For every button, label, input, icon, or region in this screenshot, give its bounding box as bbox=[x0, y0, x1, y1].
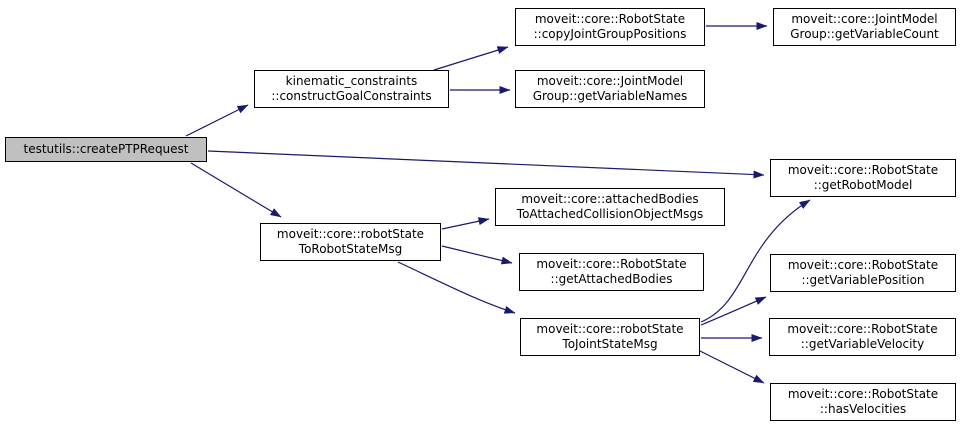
edge-robotStateToJointStateMsg-to-getRobotModel bbox=[700, 199, 811, 323]
node-label-line: ::getVariablePosition bbox=[801, 273, 925, 287]
graph-node-createPTPRequest[interactable]: testutils::createPTPRequest bbox=[5, 137, 207, 162]
edge-robotStateToJointStateMsg-to-getVariablePosition bbox=[700, 296, 767, 326]
node-label-line: ::copyJointGroupPositions bbox=[533, 27, 687, 41]
node-label-line: kinematic_constraints bbox=[285, 74, 418, 88]
node-label-line: moveit::core::RobotState bbox=[787, 258, 939, 272]
node-label-line: moveit::core::robotState bbox=[536, 322, 684, 336]
edge-robotStateToJointStateMsg-to-hasVelocities bbox=[699, 350, 765, 384]
node-label-line: moveit::core::RobotState bbox=[787, 163, 939, 177]
node-label-line: ::constructGoalConstraints bbox=[271, 89, 432, 103]
node-label-line: ::getRobotModel bbox=[813, 178, 913, 192]
edge-constructGoalConstraints-to-copyJointGroupPositions bbox=[433, 46, 509, 71]
node-label-line: moveit::core::JointModel bbox=[536, 74, 684, 88]
node-label-line: moveit::core::RobotState bbox=[787, 322, 938, 336]
node-label-line: Group::getVariableNames bbox=[532, 89, 688, 103]
edge-createPTPRequest-to-constructGoalConstraints bbox=[185, 104, 249, 137]
graph-node-getRobotModel[interactable]: moveit::core::RobotState::getRobotModel bbox=[770, 159, 956, 197]
node-label-line: moveit::core::RobotState bbox=[787, 387, 939, 401]
graph-node-copyJointGroupPositions[interactable]: moveit::core::RobotState::copyJointGroup… bbox=[515, 8, 705, 46]
graph-node-getAttachedBodies[interactable]: moveit::core::RobotState::getAttachedBod… bbox=[519, 253, 704, 291]
node-label-line: Group::getVariableCount bbox=[790, 27, 939, 41]
edge-robotStateToRobotStateMsg-to-attachedBodiesToAttachedCollisionObjectMsgs bbox=[441, 217, 490, 230]
edge-robotStateToRobotStateMsg-to-robotStateToJointStateMsg bbox=[397, 261, 516, 314]
node-label-line: ToAttachedCollisionObjectMsgs bbox=[516, 207, 704, 221]
graph-node-getVariablePosition[interactable]: moveit::core::RobotState::getVariablePos… bbox=[770, 254, 956, 292]
node-label-line: ::hasVelocities bbox=[819, 402, 907, 416]
node-label-line: moveit::core::attachedBodies bbox=[521, 192, 699, 206]
node-label-line: moveit::core::RobotState bbox=[536, 257, 687, 271]
graph-node-hasVelocities[interactable]: moveit::core::RobotState::hasVelocities bbox=[770, 383, 956, 421]
graph-node-constructGoalConstraints[interactable]: kinematic_constraints::constructGoalCons… bbox=[254, 70, 449, 108]
graph-node-getVariableVelocity[interactable]: moveit::core::RobotState::getVariableVel… bbox=[769, 318, 956, 356]
node-label-line: moveit::core::JointModel bbox=[791, 12, 938, 26]
node-label-line: ::getAttachedBodies bbox=[550, 272, 673, 286]
edge-createPTPRequest-to-robotStateToRobotStateMsg bbox=[190, 162, 282, 218]
edge-createPTPRequest-to-getRobotModel bbox=[207, 150, 765, 179]
node-label-line: ::getVariableVelocity bbox=[800, 337, 925, 351]
node-label-line: testutils::createPTPRequest bbox=[23, 142, 189, 156]
node-label-line: ToRobotStateMsg bbox=[298, 242, 403, 256]
node-label-line: ToJointStateMsg bbox=[562, 337, 658, 351]
node-label-line: moveit::core::RobotState bbox=[534, 12, 686, 26]
edge-group bbox=[185, 22, 811, 384]
node-label-line: moveit::core::robotState bbox=[276, 227, 425, 241]
edge-robotStateToRobotStateMsg-to-getAttachedBodies bbox=[441, 245, 513, 265]
